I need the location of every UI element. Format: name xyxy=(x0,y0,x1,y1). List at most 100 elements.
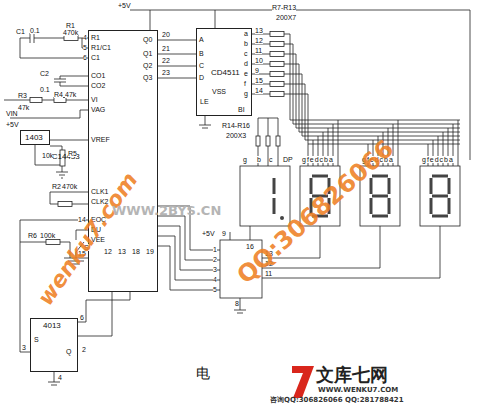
pin-label: 1 xyxy=(213,246,217,253)
display-segment xyxy=(312,175,328,178)
pin-label: +5V xyxy=(118,2,131,9)
pin-label: 470k xyxy=(63,29,78,36)
pin-label: R5 xyxy=(68,150,77,157)
component-body xyxy=(270,42,284,47)
pin-label: 14 xyxy=(78,216,86,223)
component-body xyxy=(266,136,270,146)
wire xyxy=(130,10,470,11)
pin-label: VIN xyxy=(6,110,18,117)
ic-chip: 4013 xyxy=(30,318,78,372)
display-segment xyxy=(430,198,433,214)
display-segment xyxy=(388,198,391,214)
pin-label: C xyxy=(199,62,204,69)
display-segment xyxy=(432,175,448,178)
ic-chip: 1403 xyxy=(20,130,50,145)
pin-label: 6 xyxy=(80,314,84,321)
display-segment xyxy=(372,215,388,218)
wire xyxy=(54,76,88,86)
wire xyxy=(252,74,460,136)
pin-label: 4 xyxy=(58,374,62,381)
wire xyxy=(230,232,231,240)
pin-label: VI xyxy=(91,96,98,103)
wire xyxy=(258,118,278,166)
pin-label: 14 xyxy=(255,87,263,94)
signal-wire xyxy=(158,40,196,41)
signal-wire xyxy=(158,66,196,67)
component-body xyxy=(30,98,42,103)
logo-text: 文库七网 xyxy=(316,366,388,384)
wire xyxy=(338,120,339,166)
pin-label: 10k xyxy=(42,152,53,159)
pin-label: R4 xyxy=(54,91,63,98)
wire xyxy=(20,38,88,58)
pin-label: BI xyxy=(238,106,245,113)
logo-mark xyxy=(292,366,314,398)
pin-label: Q2 xyxy=(143,62,152,69)
wire xyxy=(215,10,216,28)
pin-label: 23 xyxy=(162,69,170,76)
footer-text: WWW.WENKU7.COM xyxy=(318,387,398,394)
pin-label: R1 xyxy=(66,22,75,29)
display-segment xyxy=(370,178,373,194)
pin-label: CO2 xyxy=(91,82,105,89)
pin-label: 4 xyxy=(213,276,217,283)
segment-labels: gfedcba xyxy=(302,156,334,163)
pin-label: c xyxy=(269,156,273,163)
pin-label: 10 xyxy=(255,57,263,64)
pin-label: LE xyxy=(200,98,209,105)
pin-label: +5V xyxy=(6,121,19,128)
pin-label: e xyxy=(244,70,248,77)
pin-label: 100k xyxy=(40,232,55,239)
wire xyxy=(252,84,460,140)
component-body xyxy=(420,166,460,226)
pin-label: 0.1 xyxy=(40,86,50,93)
wire xyxy=(199,115,211,128)
wire xyxy=(252,64,460,132)
wire xyxy=(158,236,220,280)
pin-label: R3 xyxy=(18,92,27,99)
wire xyxy=(78,292,130,322)
pin-label: b xyxy=(257,156,261,163)
pin-label: d xyxy=(244,60,248,67)
display-segment xyxy=(310,178,313,194)
pin-label: S xyxy=(34,336,39,343)
wire xyxy=(4,100,88,101)
pin-label: 9 xyxy=(255,67,259,74)
component-body xyxy=(270,92,284,97)
pin-label: Q3 xyxy=(143,74,152,81)
wire xyxy=(150,10,151,30)
pin-label: 47k xyxy=(65,91,76,98)
component-body xyxy=(240,166,290,226)
pin-label: g xyxy=(244,90,248,97)
pin-label: CO1 xyxy=(91,72,105,79)
display-segment xyxy=(273,198,276,214)
display-segment xyxy=(432,215,448,218)
component-body xyxy=(270,52,284,57)
caption-text: 电 xyxy=(196,366,210,380)
pin-label: VSS xyxy=(212,88,226,95)
component-body xyxy=(270,72,284,77)
signal-wire xyxy=(50,140,88,141)
pin-label: 200X7 xyxy=(276,14,296,21)
pin-label: 3 xyxy=(22,344,26,351)
pin-label: 2 xyxy=(82,346,86,353)
pin-label: 18 xyxy=(132,248,140,255)
pin-label: 8 xyxy=(235,300,239,307)
component-body xyxy=(58,202,72,207)
wire xyxy=(250,226,251,240)
pin-label: +5V xyxy=(202,230,215,237)
display-segment xyxy=(430,178,433,194)
component-body xyxy=(64,36,78,41)
wire xyxy=(252,54,460,128)
pin-label: 9 xyxy=(222,230,226,237)
pin-label: Q0 xyxy=(143,36,152,43)
chip-name: 4013 xyxy=(43,322,61,330)
pin-label: DP xyxy=(283,156,293,163)
pin-label: C2 xyxy=(40,70,49,77)
pin-label: 22 xyxy=(162,57,170,64)
pin-label: a xyxy=(244,30,248,37)
pin-label: A xyxy=(199,36,204,43)
